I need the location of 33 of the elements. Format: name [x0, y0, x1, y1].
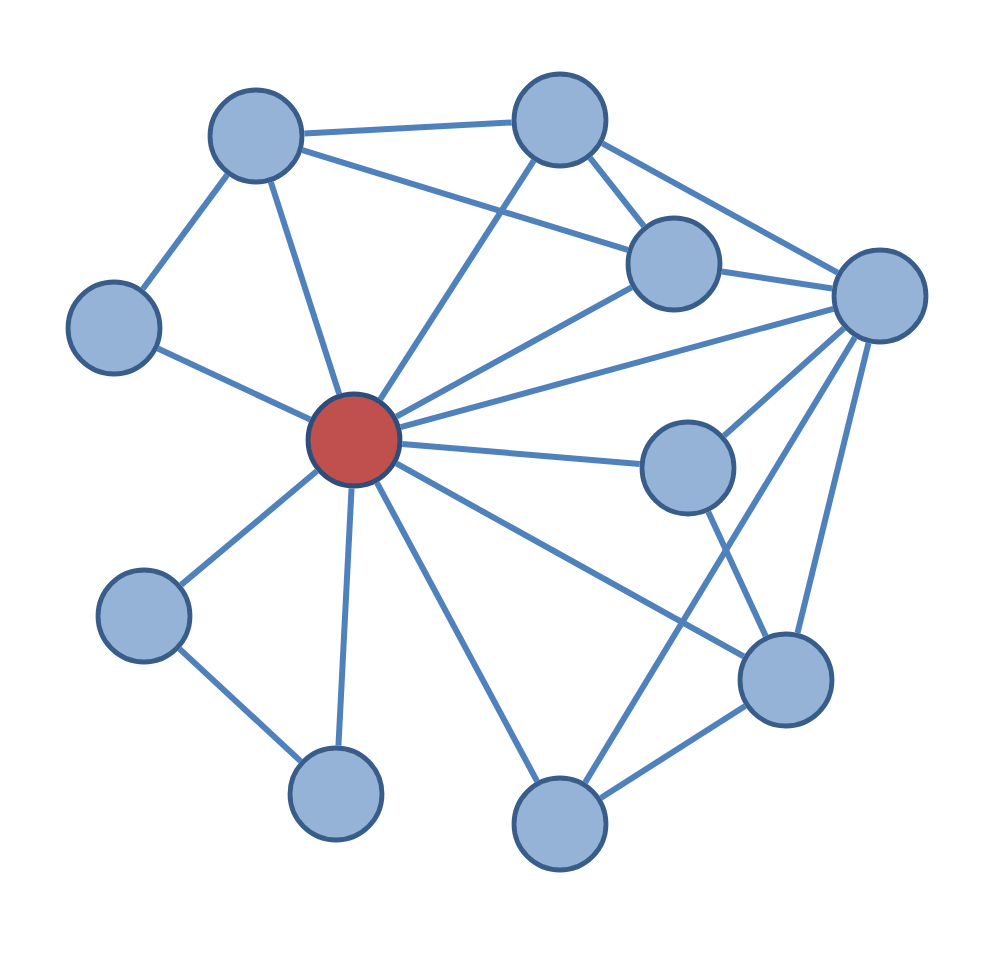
node-circle — [831, 247, 929, 345]
node-circle — [511, 71, 609, 169]
connector-line — [599, 703, 747, 801]
connector-line — [394, 460, 746, 660]
node-circle — [287, 745, 385, 843]
node-circle — [737, 631, 835, 729]
connector-line — [374, 481, 540, 783]
node-circle — [65, 279, 163, 377]
node-circle — [95, 567, 193, 665]
node-circle — [207, 87, 305, 185]
connector-line — [377, 159, 537, 401]
connector-line — [705, 510, 769, 638]
connector-line — [394, 284, 634, 420]
connector-line — [722, 326, 846, 438]
connector-line — [140, 173, 230, 291]
connector-line — [301, 147, 629, 253]
connector-line — [335, 488, 355, 746]
node-circle — [511, 775, 609, 873]
connector-line — [304, 119, 512, 137]
connector-line — [177, 646, 303, 764]
node-circle — [625, 215, 723, 313]
connector-line — [721, 268, 833, 292]
connector-line — [399, 305, 835, 431]
connector-line — [156, 345, 312, 423]
connector-line — [587, 156, 647, 228]
connector-line — [600, 140, 840, 276]
connector-line — [582, 335, 858, 785]
connector-line — [179, 468, 319, 588]
node-circle — [305, 391, 403, 489]
connector-line — [794, 342, 872, 634]
node-circle — [639, 419, 737, 517]
connector-line — [268, 181, 342, 395]
connector-line — [402, 441, 641, 467]
